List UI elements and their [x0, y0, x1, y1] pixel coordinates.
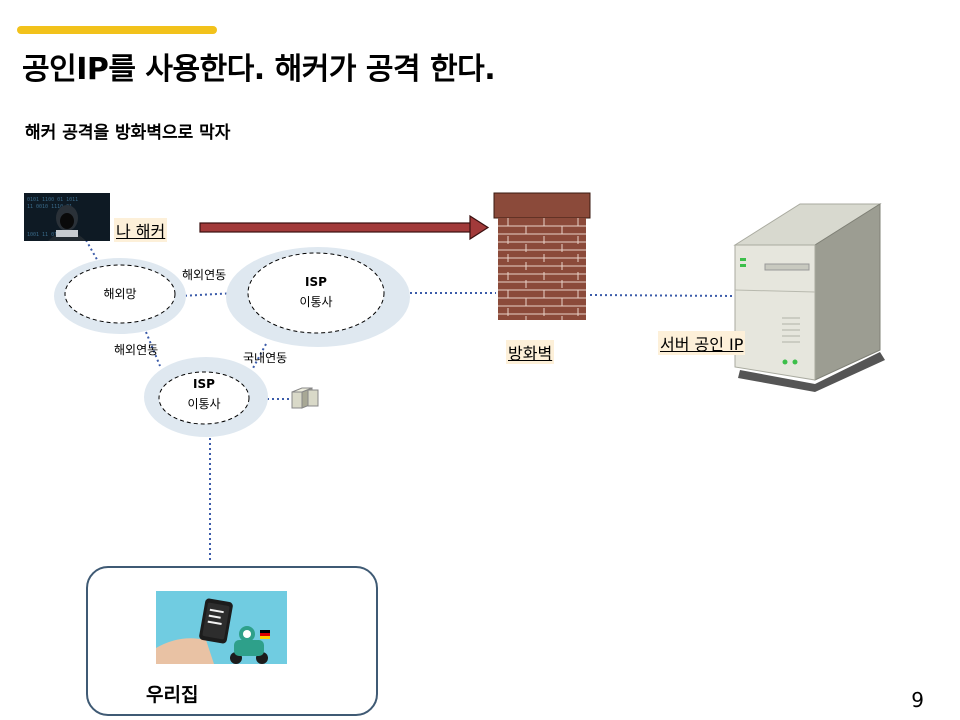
home-label: 우리집: [146, 684, 199, 706]
isp-sub-line2: 이통사: [187, 397, 221, 411]
brick-wall-icon: [493, 192, 591, 320]
svg-text:1001 11 0100 101: 1001 11 0100 101: [27, 232, 75, 238]
server-icon: [733, 203, 885, 392]
overseas-net-text: 해외망: [103, 287, 137, 301]
isp-main-line1: ISP: [305, 275, 327, 289]
small-server-icon: [291, 387, 319, 409]
isp-sub-ellipse: [144, 357, 268, 437]
svg-text:11 0010 1110 01: 11 0010 1110 01: [27, 204, 72, 210]
page-number: 9: [911, 688, 924, 712]
edge-label-overseas-1: 해외연동: [182, 268, 227, 282]
page-subtitle: 해커 공격을 방화벽으로 막자: [25, 123, 231, 143]
overseas-net-ellipse: [54, 258, 186, 334]
edge-label-domestic: 국내연동: [243, 351, 288, 365]
link-overseas-ispsub: [145, 331, 161, 367]
hacker-label: 나 해커: [114, 218, 168, 242]
edge-label-overseas-2: 해외연동: [114, 343, 159, 357]
isp-main-label: ISP 이통사: [276, 272, 356, 312]
isp-sub-line1: ISP: [193, 377, 215, 391]
isp-main-line2: 이통사: [299, 295, 333, 309]
svg-text:0101 1100 01 1011: 0101 1100 01 1011: [27, 197, 78, 203]
overseas-net-label: 해외망: [80, 284, 160, 304]
accent-bar: [17, 26, 217, 34]
firewall-label: 방화벽: [506, 340, 555, 364]
hacker-icon: 0101 1100 01 1011 11 0010 1110 01 1001 1…: [24, 193, 110, 241]
home-box: [86, 566, 378, 716]
server-label: 서버 공인 IP: [658, 331, 746, 355]
attack-arrow: [199, 214, 490, 241]
isp-sub-label: ISP 이통사: [164, 374, 244, 414]
isp-main-ellipse: [226, 247, 410, 347]
smartphone-photo: [156, 591, 287, 664]
link-firewall-server: [589, 294, 736, 297]
page-title: 공인IP를 사용한다. 해커가 공격 한다.: [22, 52, 496, 87]
